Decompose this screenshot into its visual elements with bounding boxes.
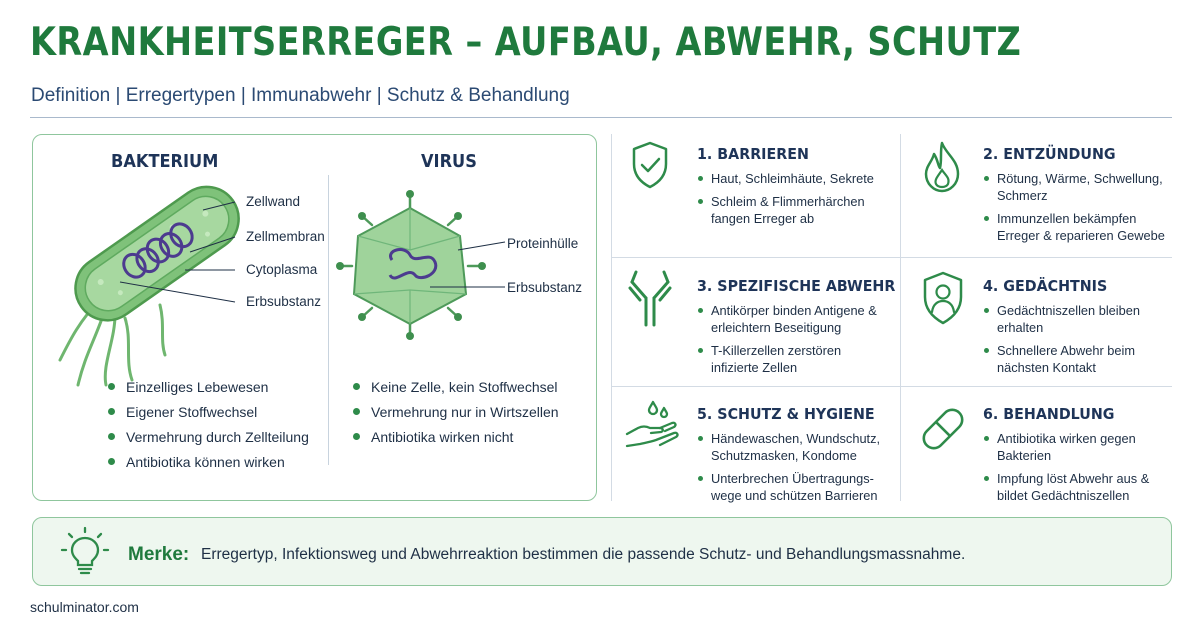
header-divider bbox=[30, 117, 1172, 118]
merke-text: Erregertyp, Infektionsweg und Abwehrreak… bbox=[201, 546, 966, 563]
virus-fact: Vermehrung nur in Wirtszellen bbox=[353, 402, 559, 427]
virus-dna bbox=[388, 248, 438, 280]
shield-check-icon bbox=[632, 141, 668, 189]
antibody-icon bbox=[628, 270, 672, 327]
step-bullet: Händewaschen, Wundschutz, Schutzmasken, … bbox=[697, 430, 892, 464]
bacterium-dna bbox=[122, 222, 194, 279]
step-list-behandlung: Antibiotika wirken gegen Bakterien Impfu… bbox=[983, 430, 1173, 510]
virus-label-proteinhuelle: Proteinhülle bbox=[507, 236, 579, 251]
hand-wash-icon bbox=[625, 400, 679, 448]
page-title: KRANKHEITSERREGER – AUFBAU, ABWEHR, SCHU… bbox=[30, 20, 1022, 65]
step-title-entzuendung: 2. ENTZÜNDUNG bbox=[983, 145, 1116, 163]
pill-icon bbox=[922, 408, 964, 450]
grid-left-border bbox=[611, 134, 612, 501]
bacterium-label-zellwand: Zellwand bbox=[246, 194, 301, 209]
bacterium-label-erbsubstanz: Erbsubstanz bbox=[246, 294, 322, 309]
step-list-barrieren: Haut, Schleimhäute, Sekrete Schleim & Fl… bbox=[697, 170, 887, 233]
virus-illustration bbox=[336, 190, 506, 340]
step-bullet: Schnellere Abwehr beim nächsten Kontakt bbox=[983, 342, 1173, 376]
step-bullet: T-Killerzellen zerstören infizierte Zell… bbox=[697, 342, 887, 376]
grid-row-divider-2 bbox=[611, 386, 1172, 387]
merke-box bbox=[32, 517, 1172, 586]
step-title-spezifische-abwehr: 3. SPEZIFISCHE ABWEHR bbox=[697, 277, 896, 295]
virus-label-erbsubstanz: Erbsubstanz bbox=[507, 280, 583, 295]
bacterium-title: BAKTERIUM bbox=[111, 151, 219, 172]
bacterium-label-zellmembran: Zellmembran bbox=[246, 229, 325, 244]
grid-row-divider-1 bbox=[611, 257, 1172, 258]
step-bullet: Schleim & Flimmerhärchen fangen Erreger … bbox=[697, 193, 887, 227]
step-bullet: Rötung, Wärme, Schwellung, Schmerz bbox=[983, 170, 1173, 204]
step-bullet: Antibiotika wirken gegen Bakterien bbox=[983, 430, 1173, 464]
step-bullet: Haut, Schleimhäute, Sekrete bbox=[697, 170, 887, 187]
page-subtitle: Definition | Erregertypen | Immunabwehr … bbox=[31, 85, 570, 106]
pathogen-column-divider bbox=[328, 175, 329, 465]
bacterium-label-cytoplasma: Cytoplasma bbox=[246, 262, 318, 277]
virus-title: VIRUS bbox=[421, 151, 477, 172]
bacterium-illustration bbox=[58, 185, 240, 387]
step-title-gedaechtnis: 4. GEDÄCHTNIS bbox=[983, 277, 1108, 295]
bacterium-fact: Eigener Stoffwechsel bbox=[108, 402, 309, 427]
step-title-schutz-hygiene: 5. SCHUTZ & HYGIENE bbox=[697, 405, 875, 423]
step-list-gedaechtnis: Gedächtniszellen bleiben erhalten Schnel… bbox=[983, 302, 1173, 382]
step-title-behandlung: 6. BEHANDLUNG bbox=[983, 405, 1115, 423]
bacterium-fact: Einzelliges Lebewesen bbox=[108, 377, 309, 402]
bacterium-fact: Antibiotika können wirken bbox=[108, 452, 309, 477]
virus-fact: Keine Zelle, kein Stoffwechsel bbox=[353, 377, 559, 402]
bacterium-fact: Vermehrung durch Zellteilung bbox=[108, 427, 309, 452]
grid-center-divider bbox=[900, 134, 901, 501]
step-bullet: Unterbrechen Übertragungs-wege und schüt… bbox=[697, 470, 892, 504]
step-bullet: Immunzellen bekämpfen Erreger & reparier… bbox=[983, 210, 1173, 244]
footer-source: schulminator.com bbox=[30, 599, 139, 615]
merke-label: Merke: bbox=[128, 544, 190, 565]
bacterium-facts: Einzelliges Lebewesen Eigener Stoffwechs… bbox=[108, 377, 309, 477]
step-list-spezifische-abwehr: Antikörper binden Antigene & erleichtern… bbox=[697, 302, 887, 382]
virus-fact: Antibiotika wirken nicht bbox=[353, 427, 559, 452]
lightbulb-icon bbox=[60, 526, 110, 575]
step-bullet: Gedächtniszellen bleiben erhalten bbox=[983, 302, 1173, 336]
flame-icon bbox=[924, 141, 960, 193]
virus-facts: Keine Zelle, kein Stoffwechsel Vermehrun… bbox=[353, 377, 559, 452]
shield-person-icon bbox=[923, 271, 963, 325]
step-list-schutz-hygiene: Händewaschen, Wundschutz, Schutzmasken, … bbox=[697, 430, 892, 510]
step-title-barrieren: 1. BARRIEREN bbox=[697, 145, 809, 163]
step-bullet: Antikörper binden Antigene & erleichtern… bbox=[697, 302, 887, 336]
step-list-entzuendung: Rötung, Wärme, Schwellung, Schmerz Immun… bbox=[983, 170, 1173, 250]
step-bullet: Impfung löst Abwehr aus & bildet Gedächt… bbox=[983, 470, 1173, 504]
